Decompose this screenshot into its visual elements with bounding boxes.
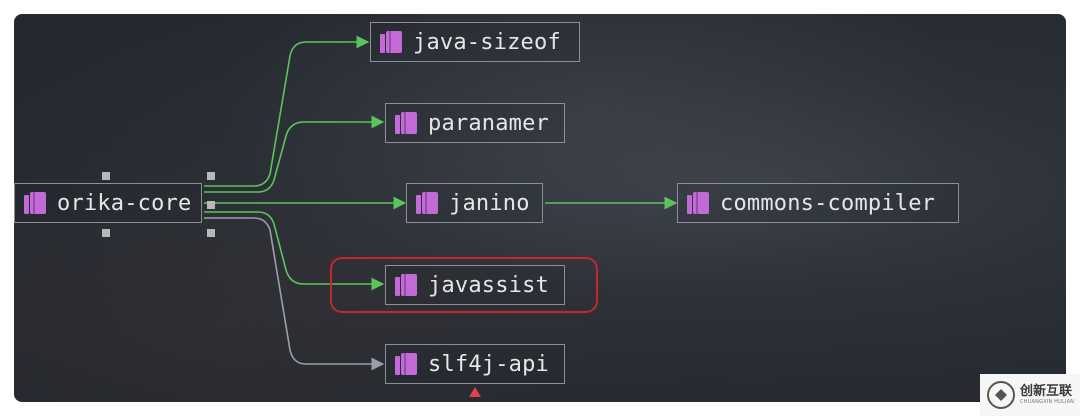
selection-handle[interactable] [102, 172, 110, 180]
library-icon [416, 192, 438, 214]
watermark-text: 创新互联 [1020, 384, 1073, 399]
watermark-logo-icon [987, 381, 1015, 409]
node-slf4j-api[interactable]: slf4j-api [385, 344, 565, 384]
library-icon [395, 274, 417, 296]
library-icon [395, 353, 417, 375]
edge-orika-core-to-javassist [204, 211, 385, 291]
dependency-edges [204, 35, 678, 371]
diagram-canvas: orika-core java-sizeof paranamer janino [14, 14, 1066, 402]
red-triangle-marker-icon [469, 387, 481, 397]
node-label: java-sizeof [413, 29, 561, 55]
node-label: javassist [428, 272, 550, 298]
javassist-highlight [330, 257, 598, 313]
node-label: orika-core [57, 190, 192, 216]
library-icon [380, 31, 402, 53]
edge-orika-core-to-slf4j-api [204, 217, 385, 371]
selection-handle[interactable] [207, 172, 215, 180]
node-label: paranamer [428, 110, 550, 136]
node-label: commons-compiler [720, 190, 936, 216]
node-label: janino [449, 190, 530, 216]
node-label: slf4j-api [428, 351, 550, 377]
node-janino[interactable]: janino [406, 183, 543, 223]
library-icon [24, 192, 46, 214]
library-icon [395, 112, 417, 134]
watermark-subtext: CHUANGXIN HULIAN [1020, 399, 1075, 405]
watermark: 创新互联 CHUANGXIN HULIAN [980, 374, 1080, 416]
edge-orika-core-to-java-sizeof [204, 35, 370, 187]
node-paranamer[interactable]: paranamer [385, 103, 565, 143]
node-commons-compiler[interactable]: commons-compiler [677, 183, 959, 223]
node-javassist[interactable]: javassist [385, 265, 565, 305]
selection-handle[interactable] [102, 229, 110, 237]
node-orika-core[interactable]: orika-core [14, 183, 202, 223]
selection-handle[interactable] [207, 201, 215, 209]
library-icon [687, 192, 709, 214]
selection-handle[interactable] [207, 229, 215, 237]
edge-orika-core-to-paranamer [204, 115, 385, 193]
node-java-sizeof[interactable]: java-sizeof [370, 22, 580, 62]
